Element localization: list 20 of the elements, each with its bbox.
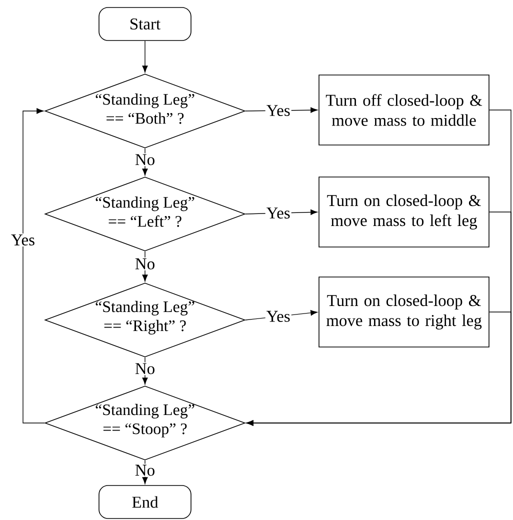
arrow: [142, 40, 148, 73]
arrow: [142, 460, 148, 484]
edge-label: Yes: [265, 104, 292, 118]
edge-label: Yes: [265, 310, 292, 323]
terminal-box: End: [98, 485, 192, 519]
arrow: [22, 108, 45, 424]
terminal-box: Start: [98, 7, 192, 41]
process-box: Turn on closed-loop & move mass to right leg: [318, 276, 490, 348]
edge-label: No: [134, 153, 156, 166]
arrow: [142, 148, 148, 176]
arrow: [142, 251, 148, 282]
process-box: Turn off closed-loop & move mass to middle: [318, 74, 490, 146]
edge-label: No: [134, 464, 156, 477]
edge-label: No: [134, 257, 156, 270]
process-box: Turn on closed-loop & move mass to left leg: [318, 176, 490, 248]
edge-label: Yes: [10, 234, 36, 246]
edge-label: No: [134, 362, 156, 376]
arrow: [142, 357, 148, 385]
arrow: [246, 312, 512, 426]
edge-label: Yes: [265, 206, 292, 220]
